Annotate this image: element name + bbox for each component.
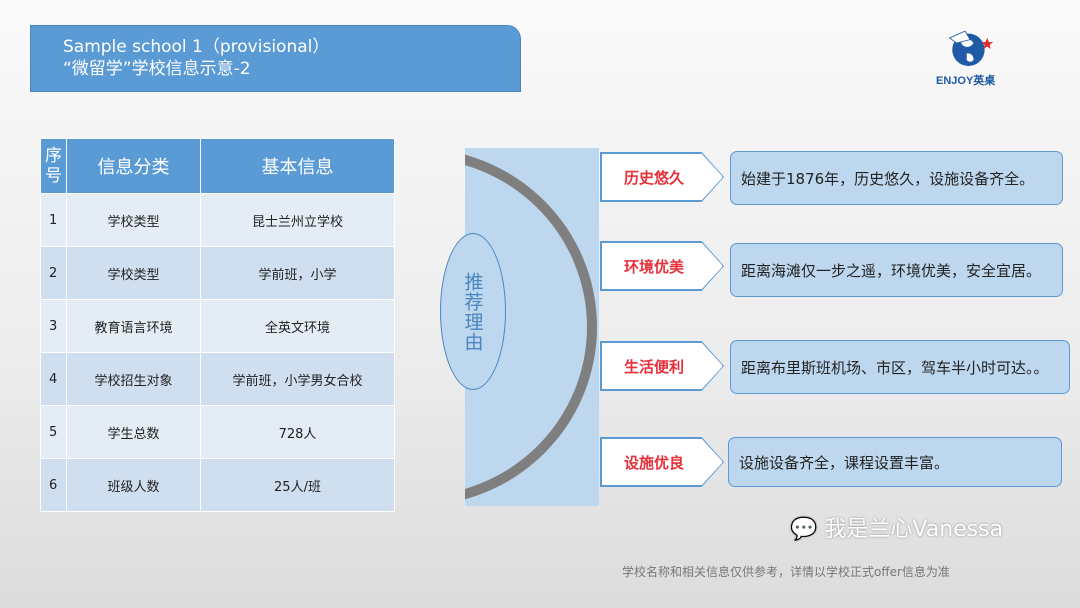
- enjoy-globe-logo-icon: [948, 30, 994, 67]
- cell-category: 班级人数: [66, 458, 201, 512]
- reason-tag: 环境优美: [601, 242, 723, 290]
- reason-box: 距离海滩仅一步之遥，环境优美，安全宜居。: [730, 243, 1063, 297]
- watermark-text: 我是兰心Vanessa: [824, 517, 1004, 542]
- header-index: 序号: [40, 138, 67, 194]
- watermark: 💬 我是兰心Vanessa: [790, 516, 1003, 544]
- cell-category: 学校招生对象: [66, 352, 201, 406]
- cell-category: 学生总数: [66, 405, 201, 459]
- reason-box: 始建于1876年，历史悠久，设施设备齐全。: [730, 151, 1063, 205]
- reason-box: 设施设备齐全，课程设置丰富。: [728, 437, 1062, 487]
- reason-tag: 设施优良: [601, 438, 723, 486]
- header-category: 信息分类: [66, 138, 201, 194]
- cell-info: 全英文环境: [200, 299, 395, 353]
- cell-index: 6: [40, 458, 67, 512]
- cell-index: 3: [40, 299, 67, 353]
- cell-index: 1: [40, 193, 67, 247]
- reason-tag: 生活便利: [601, 342, 723, 390]
- cell-index: 2: [40, 246, 67, 300]
- cell-info: 728人: [200, 405, 395, 459]
- cell-category: 学校类型: [66, 246, 201, 300]
- cell-category: 学校类型: [66, 193, 201, 247]
- header-info: 基本信息: [200, 138, 395, 194]
- cell-info: 昆士兰州立学校: [200, 193, 395, 247]
- cell-category: 教育语言环境: [66, 299, 201, 353]
- slide-title: Sample school 1（provisional） “微留学”学校信息示意…: [30, 25, 521, 92]
- cell-index: 5: [40, 405, 67, 459]
- cell-info: 学前班，小学男女合校: [200, 352, 395, 406]
- reason-box: 距离布里斯班机场、市区，驾车半小时可达。。: [730, 340, 1070, 394]
- title-line-1: Sample school 1（provisional）: [63, 37, 330, 57]
- logo-text: ENJOY英桌: [936, 75, 996, 87]
- cell-info: 学前班，小学: [200, 246, 395, 300]
- table-header-row: 序号 信息分类 基本信息: [40, 138, 395, 194]
- wechat-icon: 💬: [790, 517, 818, 542]
- reason-tag: 历史悠久: [601, 153, 723, 201]
- title-line-2: “微留学”学校信息示意-2: [63, 59, 251, 79]
- cell-index: 4: [40, 352, 67, 406]
- cell-info: 25人/班: [200, 458, 395, 512]
- disclaimer-footer: 学校名称和相关信息仅供参考，详情以学校正式offer信息为准: [622, 565, 950, 579]
- center-label: 推荐理由: [440, 233, 506, 390]
